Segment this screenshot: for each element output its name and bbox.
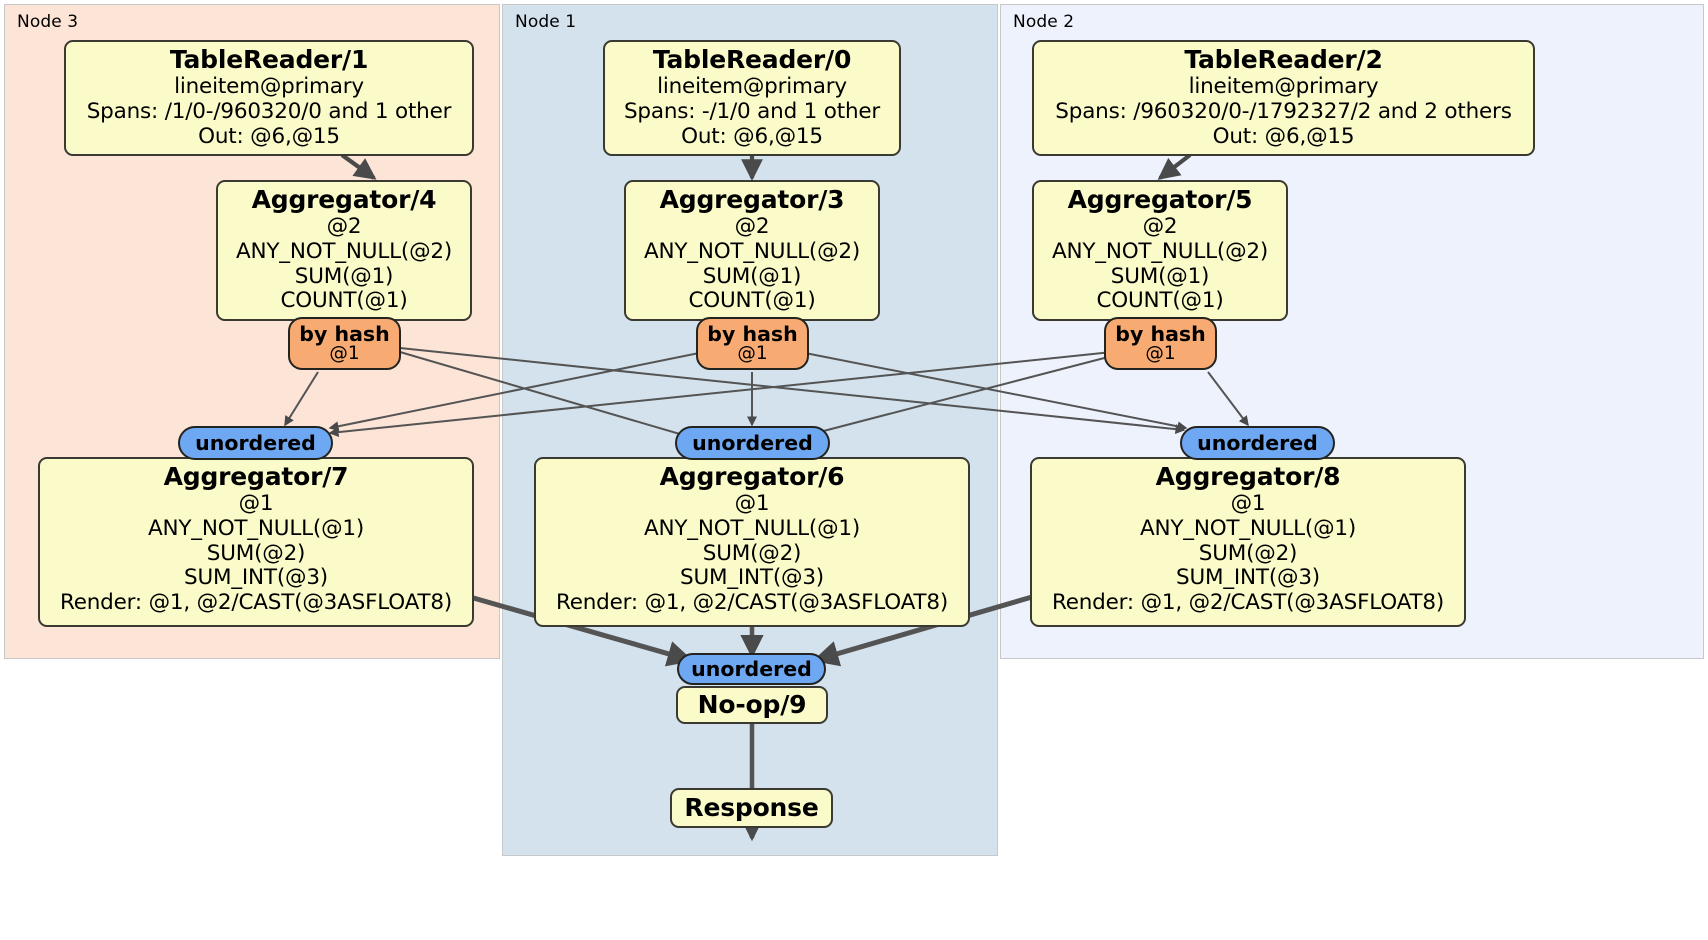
stream-badge-by-hash-right[interactable]: by hash @1 [1104, 317, 1217, 370]
processor-detail-line: ANY_NOT_NULL(@1) [147, 515, 365, 541]
badge-label: by hash [299, 322, 390, 347]
processor-detail-line: SUM(@1) [702, 263, 802, 289]
processor-aggregator-3[interactable]: Aggregator/3 @2 ANY_NOT_NULL(@2) SUM(@1)… [624, 180, 880, 321]
processor-title: TableReader/0 [652, 45, 852, 74]
processor-detail-line: ANY_NOT_NULL(@1) [643, 515, 861, 541]
processor-detail-line: SUM(@1) [1110, 263, 1210, 289]
processor-detail-line: @1 [238, 490, 274, 516]
processor-detail-line: lineitem@primary [174, 73, 364, 99]
processor-detail-line: COUNT(@1) [1096, 288, 1224, 314]
cluster-label-node-3: Node 3 [17, 12, 79, 32]
badge-sublabel: @1 [737, 342, 768, 364]
processor-title: No-op/9 [697, 689, 807, 719]
processor-detail-line: @2 [326, 213, 362, 239]
processor-title: TableReader/1 [169, 45, 369, 74]
processor-detail-line: SUM(@2) [206, 540, 306, 566]
processor-detail-line: @2 [734, 213, 770, 239]
processor-detail-line: @1 [734, 490, 770, 516]
badge-sublabel: @1 [1145, 342, 1176, 364]
processor-no-op-9[interactable]: No-op/9 [676, 686, 828, 724]
processor-detail-line: Spans: /1/0-/960320/0 and 1 other [86, 98, 452, 124]
processor-detail-line: SUM(@1) [294, 263, 394, 289]
cluster-label-node-1: Node 1 [515, 12, 577, 32]
processor-detail-line: SUM_INT(@3) [680, 565, 824, 591]
stream-badge-unordered-final[interactable]: unordered [677, 653, 826, 685]
stream-badge-by-hash-center[interactable]: by hash @1 [696, 317, 809, 370]
processor-detail-line: SUM(@2) [702, 540, 802, 566]
processor-detail-line: ANY_NOT_NULL(@2) [1051, 238, 1269, 264]
badge-label: by hash [1115, 322, 1206, 347]
processor-title: Aggregator/8 [1155, 462, 1341, 491]
processor-table-reader-1[interactable]: TableReader/1 lineitem@primary Spans: /1… [64, 40, 474, 156]
processor-title: Aggregator/4 [251, 185, 437, 214]
processor-detail-line: Out: @6,@15 [1212, 123, 1355, 149]
badge-label: unordered [1197, 430, 1318, 455]
processor-detail-line: lineitem@primary [1188, 73, 1379, 99]
processor-title: Aggregator/6 [659, 462, 845, 491]
stream-badge-unordered-right[interactable]: unordered [1180, 426, 1335, 460]
processor-title: Aggregator/7 [163, 462, 349, 491]
processor-detail-line: SUM_INT(@3) [1176, 565, 1320, 591]
processor-detail-line: Out: @6,@15 [681, 123, 823, 149]
badge-label: unordered [692, 430, 813, 455]
processor-aggregator-5[interactable]: Aggregator/5 @2 ANY_NOT_NULL(@2) SUM(@1)… [1032, 180, 1288, 321]
stream-badge-by-hash-left[interactable]: by hash @1 [288, 317, 401, 370]
badge-label: unordered [691, 656, 812, 681]
processor-response[interactable]: Response [670, 788, 833, 828]
cluster-label-node-2: Node 2 [1013, 12, 1075, 32]
processor-detail-line: COUNT(@1) [688, 288, 816, 314]
processor-title: TableReader/2 [1184, 45, 1383, 74]
processor-aggregator-8[interactable]: Aggregator/8 @1 ANY_NOT_NULL(@1) SUM(@2)… [1030, 457, 1466, 627]
processor-detail-line: Out: @6,@15 [198, 123, 340, 149]
stream-badge-unordered-left[interactable]: unordered [178, 426, 333, 460]
processor-title: Aggregator/5 [1067, 185, 1253, 214]
processor-detail-line: @1 [1230, 490, 1266, 516]
processor-title: Aggregator/3 [659, 185, 845, 214]
badge-label: by hash [707, 322, 798, 347]
processor-detail-line: ANY_NOT_NULL(@1) [1139, 515, 1357, 541]
processor-table-reader-0[interactable]: TableReader/0 lineitem@primary Spans: -/… [603, 40, 901, 156]
processor-detail-line: ANY_NOT_NULL(@2) [235, 238, 453, 264]
processor-detail-line: Render: @1, @2/CAST(@3ASFLOAT8) [1051, 590, 1445, 616]
processor-detail-line: Spans: -/1/0 and 1 other [623, 98, 881, 124]
processor-aggregator-4[interactable]: Aggregator/4 @2 ANY_NOT_NULL(@2) SUM(@1)… [216, 180, 472, 321]
processor-detail-line: Render: @1, @2/CAST(@3ASFLOAT8) [555, 590, 949, 616]
processor-detail-line: SUM_INT(@3) [184, 565, 328, 591]
processor-table-reader-2[interactable]: TableReader/2 lineitem@primary Spans: /9… [1032, 40, 1535, 156]
processor-aggregator-7[interactable]: Aggregator/7 @1 ANY_NOT_NULL(@1) SUM(@2)… [38, 457, 474, 627]
processor-detail-line: COUNT(@1) [280, 288, 408, 314]
processor-detail-line: Render: @1, @2/CAST(@3ASFLOAT8) [59, 590, 453, 616]
processor-title: Response [684, 792, 819, 822]
badge-sublabel: @1 [329, 342, 360, 364]
processor-detail-line: Spans: /960320/0-/1792327/2 and 2 others [1055, 98, 1512, 124]
processor-detail-line: SUM(@2) [1198, 540, 1298, 566]
badge-label: unordered [195, 430, 316, 455]
stream-badge-unordered-center[interactable]: unordered [675, 426, 830, 460]
processor-detail-line: ANY_NOT_NULL(@2) [643, 238, 861, 264]
processor-aggregator-6[interactable]: Aggregator/6 @1 ANY_NOT_NULL(@1) SUM(@2)… [534, 457, 970, 627]
processor-detail-line: lineitem@primary [657, 73, 847, 99]
processor-detail-line: @2 [1142, 213, 1178, 239]
